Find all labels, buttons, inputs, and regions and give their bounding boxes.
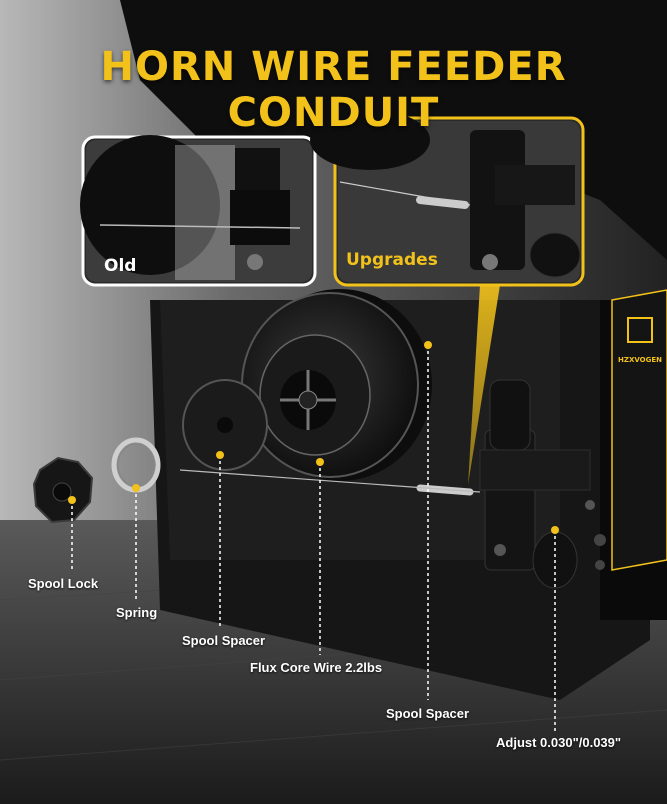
wire-feeder-mechanism: [179, 379, 595, 589]
highlight-beam: [468, 285, 500, 485]
page-title: HORN WIRE FEEDER CONDUIT: [100, 44, 567, 136]
upgrades-inset: [310, 110, 585, 287]
welder-machine: HZXVOGEN: [120, 0, 667, 700]
callout-adjust: Adjust 0.030"/0.039": [496, 735, 622, 750]
callout-dots: [68, 341, 559, 534]
spool-lock-knob: [32, 456, 94, 524]
old-label: Old: [104, 256, 137, 276]
spool-spacer-disc: [182, 379, 268, 471]
callout-spool-spacer-left: Spool Spacer: [182, 633, 266, 648]
wire-spool: [241, 289, 432, 481]
callout-flux-core-wire: Flux Core Wire 2.2lbs: [250, 660, 383, 675]
old-inset: [80, 135, 317, 287]
callout-spool-lock: Spool Lock: [28, 576, 99, 591]
callout-spring: Spring: [116, 605, 158, 620]
upgrades-label: Upgrades: [346, 250, 438, 270]
callout-leaders: [71, 345, 556, 732]
callout-spool-spacer-right: Spool Spacer: [386, 706, 470, 721]
brand-logo: HZXVOGEN: [618, 356, 662, 364]
